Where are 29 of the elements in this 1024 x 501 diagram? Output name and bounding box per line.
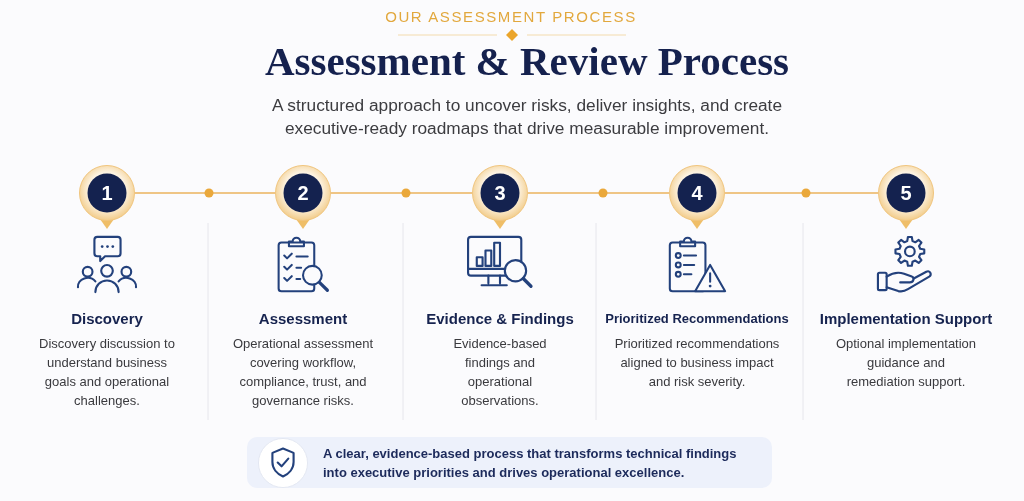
step-title: Evidence & Findings — [426, 309, 574, 329]
step-marker — [669, 165, 725, 221]
banner-text: A clear, evidence-based process that transforms technical findings into executive priorities and drives operational excellence. — [323, 445, 738, 482]
step-number: 2 — [296, 182, 310, 204]
step-title: Discovery — [71, 309, 143, 329]
timeline-connector — [724, 192, 879, 194]
step-marker — [472, 165, 528, 221]
step-title: Assessment — [258, 309, 348, 329]
step-number: 1 — [100, 182, 114, 204]
step-marker — [878, 165, 934, 221]
info-banner — [247, 437, 772, 488]
timeline-connector — [134, 192, 276, 194]
step-description: Evidence-based findings and operational observations. — [452, 335, 548, 410]
subtitle: A structured approach to uncover risks, deliver insights, and create executive-ready roadmaps that drive measurable improvement. — [270, 94, 784, 140]
step-description: Operational assessment covering workflow, compliance, trust, and governance risks. — [232, 335, 374, 410]
step-description: Discovery discussion to understand business goals and operational challenges. — [39, 335, 175, 410]
step-description: Optional implementation guidance and remediation support. — [834, 335, 978, 391]
title: Assessment & Review Process — [264, 38, 790, 84]
timeline-connector — [527, 192, 670, 194]
timeline-connector — [330, 192, 473, 194]
step-marker — [79, 165, 135, 221]
step-marker — [275, 165, 331, 221]
step-description: Prioritized recommendations aligned to business impact and risk severity. — [614, 335, 780, 391]
step-number: 4 — [690, 182, 704, 204]
step-number: 5 — [899, 182, 913, 204]
step-title: Implementation Support — [819, 309, 993, 329]
step-title: Prioritized Recommendations — [605, 310, 789, 328]
eyebrow-text: OUR ASSESSMENT PROCESS — [385, 8, 637, 26]
step-number: 3 — [493, 182, 507, 204]
